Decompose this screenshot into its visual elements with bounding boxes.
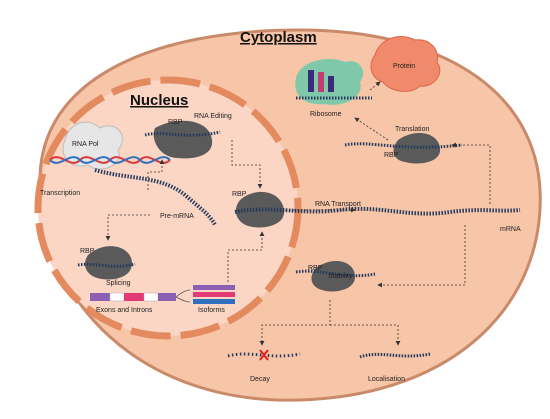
nuclear-envelope (34, 76, 302, 340)
rbp-transport-label: RBP (232, 191, 247, 198)
protein-label: Protein (393, 63, 415, 70)
isoforms: Isoforms (193, 285, 235, 314)
arrow-isoforms-to-transport (227, 231, 265, 282)
localisation: Localisation (359, 352, 431, 383)
splicing-to-isoforms (175, 289, 191, 303)
dna-helix (49, 156, 171, 164)
rbp-splicing-label: RBP (80, 248, 95, 255)
ribosome: Ribosome (295, 58, 372, 118)
decay-label: Decay (250, 376, 270, 383)
stability-label: Stability (328, 273, 353, 280)
transcription-label: Transcription (40, 190, 80, 197)
pre-mrna-strand (94, 168, 217, 226)
isoforms-label: Isoforms (198, 307, 225, 314)
cytoplasm-title: Cytoplasm (240, 29, 317, 46)
exons-introns-label: Exons and Introns (96, 307, 153, 314)
rbp-editing-label: RBP (168, 119, 183, 126)
rna-editing-label: RNA Editing (194, 113, 232, 120)
arrow-stability-to-decay (259, 300, 331, 346)
arrow-translation-to-ribosome (354, 117, 389, 141)
rbp-translation: RBP Translation (344, 126, 463, 164)
pre-mrna-label: Pre-mRNA (160, 213, 194, 220)
arrow-editing-to-transport (231, 140, 263, 189)
translation-label: Translation (395, 126, 429, 133)
exons-introns: Exons and Introns (90, 292, 176, 314)
ribosome-label: Ribosome (310, 111, 342, 118)
rbp-editing: RBP RNA Editing (144, 113, 232, 159)
arrow-premrna-to-editing (147, 159, 165, 190)
arrow-mrna-to-translation (451, 142, 491, 204)
nucleus-title: Nucleus (130, 92, 188, 109)
rna-pol-label: RNA Pol (72, 141, 99, 148)
protein: Protein (370, 36, 441, 92)
mrna-strand (234, 206, 521, 216)
rbp-stability-label: RBP (308, 265, 323, 272)
pathway-arrows (105, 81, 491, 346)
rbp-stability: RBP Stability (295, 261, 376, 292)
localisation-label: Localisation (368, 376, 405, 383)
decay: Decay (227, 349, 301, 383)
rna-transport-label: RNA Transport (315, 201, 361, 208)
arrow-premrna-to-splicing (105, 214, 150, 241)
arrow-mrna-to-stability (377, 225, 466, 288)
rbp-translation-label: RBP (384, 152, 399, 159)
mrna-label: mRNA (500, 226, 521, 233)
rbp-splicing: RBP Splicing (77, 246, 136, 287)
arrow-stability-to-localisation (330, 324, 401, 346)
splicing-label: Splicing (106, 280, 131, 287)
